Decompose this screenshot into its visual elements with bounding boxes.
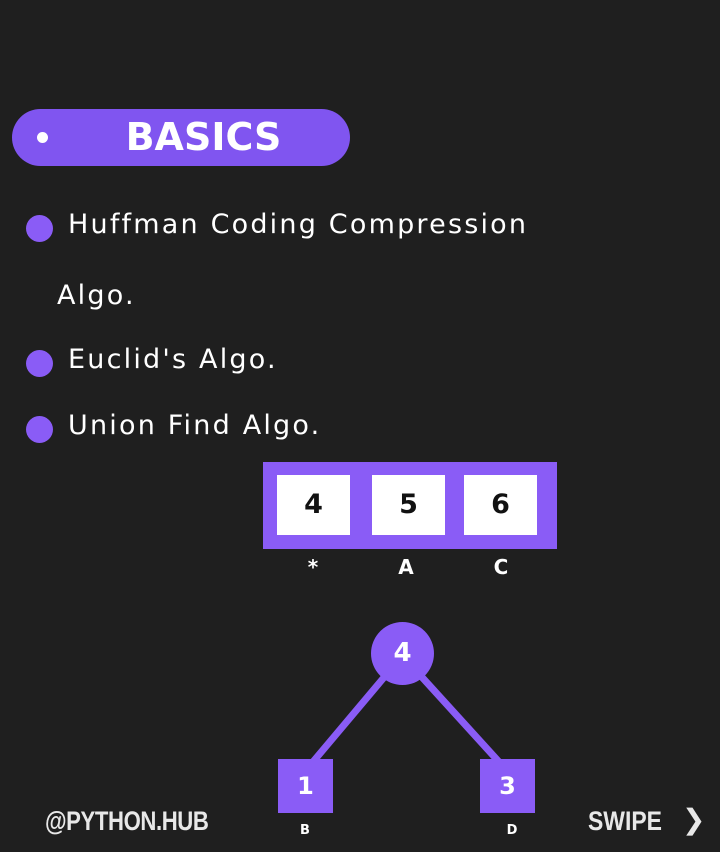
array-cell-label: * [307, 555, 319, 579]
swipe-label[interactable]: SWIPE [588, 806, 662, 836]
array-cell-label: A [398, 555, 414, 579]
array-cell: 5 [372, 475, 445, 535]
array-cell-label: C [493, 555, 509, 579]
section-title: BASICS [125, 115, 282, 159]
bullet-dot-icon [26, 350, 53, 377]
bullet-dot-icon [26, 215, 53, 242]
tree-edge-right [416, 671, 504, 767]
tree-edge-left [308, 671, 390, 767]
array-cell: 6 [464, 475, 537, 535]
pill-dot-icon [37, 132, 48, 143]
array-diagram: 4 5 6 [263, 462, 557, 549]
section-pill: BASICS [12, 109, 350, 166]
tree-left-label: B [300, 823, 310, 838]
list-item-text-continued: Algo. [57, 280, 136, 311]
tree-root-node: 4 [371, 622, 434, 685]
bullet-dot-icon [26, 416, 53, 443]
tree-right-label: D [506, 823, 518, 838]
list-item-text: Euclid's Algo. [68, 344, 278, 375]
chevron-right-icon[interactable]: ❯ [682, 803, 706, 836]
tree-right-node: 3 [480, 759, 535, 813]
list-item-text: Union Find Algo. [68, 410, 322, 441]
tree-left-node: 1 [278, 759, 333, 813]
list-item-text: Huffman Coding Compression [68, 209, 529, 240]
array-cell: 4 [277, 475, 350, 535]
author-handle: @PYTHON.HUB [45, 806, 209, 836]
